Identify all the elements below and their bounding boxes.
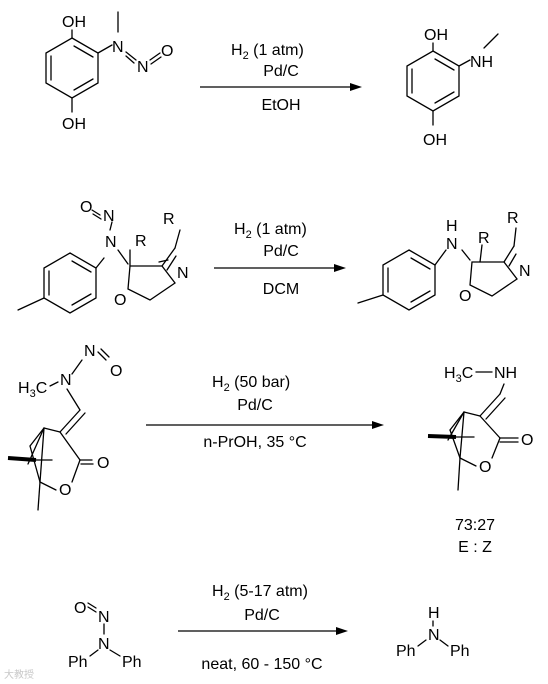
phenyl-label: Ph (450, 643, 470, 660)
nitrogen-label: N (519, 263, 531, 280)
reaction-1-arrow: H2 (1 atm) Pd/C EtOH (200, 42, 362, 114)
nitrogen-label: N (84, 343, 96, 360)
methyl-label: H3C (18, 380, 47, 400)
condition-catalyst: Pd/C (244, 607, 280, 624)
watermark: 大教授 (4, 668, 34, 681)
oxygen-label: O (59, 482, 71, 499)
condition-reagent: H2 (50 bar) (212, 374, 290, 394)
reaction-3-reactant: H3C N N O O O (7, 343, 122, 511)
oxygen-label: O (479, 459, 491, 476)
nitrogen-label: N (177, 265, 189, 282)
amine-label: NH (470, 54, 493, 71)
oxygen-label: O (459, 288, 471, 305)
condition-reagent: H2 (1 atm) (231, 42, 304, 62)
oxygen-label: O (97, 455, 109, 472)
r-group-label: R (478, 230, 490, 247)
hydroxyl-label: OH (423, 132, 447, 149)
isomer-labels: E : Z (458, 539, 492, 556)
nitrogen-label: N (103, 208, 115, 225)
hydrogen-label: H (446, 218, 458, 235)
reaction-3-product: H3C NH O O 73:27 E : Z (427, 365, 533, 556)
condition-solvent: EtOH (261, 97, 300, 114)
nitrogen-label: N (137, 59, 149, 76)
condition-solvent: DCM (263, 281, 299, 298)
oxygen-label: O (110, 363, 122, 380)
condition-catalyst: Pd/C (263, 63, 299, 80)
oxygen-label: O (161, 43, 173, 60)
reaction-3-arrow: H2 (50 bar) Pd/C n-PrOH, 35 °C (146, 374, 384, 451)
oxygen-label: O (80, 199, 92, 216)
condition-reagent: H2 (5-17 atm) (212, 583, 308, 603)
reaction-1-reactant: OH OH N N O (45, 11, 173, 133)
condition-catalyst: Pd/C (263, 243, 299, 260)
hydroxyl-label: OH (62, 14, 86, 31)
nitrogen-label: N (98, 609, 110, 626)
reaction-1: OH OH N N O H2 (1 atm) Pd/C EtOH OH OH (45, 11, 499, 149)
r-group-label: R (163, 211, 175, 228)
nitrogen-label: N (428, 627, 440, 644)
isomer-ratio: 73:27 (455, 517, 495, 534)
nitrogen-label: N (105, 234, 117, 251)
nitrogen-label: N (112, 39, 124, 56)
reaction-3: H3C N N O O O (7, 343, 533, 556)
amine-label: NH (494, 365, 517, 382)
r-group-label: R (507, 210, 519, 227)
hydroxyl-label: OH (62, 116, 86, 133)
condition-catalyst: Pd/C (237, 397, 273, 414)
reaction-4: O N N Ph Ph H2 (5-17 atm) Pd/C neat, 60 … (68, 583, 470, 673)
reaction-2-reactant: O N N R R N O (17, 199, 189, 314)
phenyl-label: Ph (122, 654, 142, 671)
nitrogen-label: N (446, 236, 458, 253)
oxygen-label: O (114, 292, 126, 309)
reaction-4-reactant: O N N Ph Ph (68, 600, 142, 671)
nitrogen-label: N (98, 636, 110, 653)
hydroxyl-label: OH (424, 27, 448, 44)
phenyl-label: Ph (396, 643, 416, 660)
condition-neat-temperature: neat, 60 - 150 °C (201, 656, 322, 673)
reaction-2: O N N R R N O H2 (1 atm) Pd/C DCM (17, 199, 531, 314)
r-group-label: R (135, 233, 147, 250)
phenyl-label: Ph (68, 654, 88, 671)
condition-solvent-temperature: n-PrOH, 35 °C (203, 434, 306, 451)
reaction-1-product: OH OH NH (406, 27, 499, 149)
hydrogen-label: H (428, 605, 440, 622)
reaction-4-product: H N Ph Ph (396, 605, 470, 660)
reaction-4-arrow: H2 (5-17 atm) Pd/C neat, 60 - 150 °C (178, 583, 348, 673)
methyl-label: H3C (444, 365, 473, 385)
reaction-2-product: H N R R N O (357, 210, 531, 311)
oxygen-label: O (74, 600, 86, 617)
oxygen-label: O (521, 432, 533, 449)
nitrogen-label: N (60, 372, 72, 389)
condition-reagent: H2 (1 atm) (234, 221, 307, 241)
reaction-2-arrow: H2 (1 atm) Pd/C DCM (214, 221, 346, 298)
